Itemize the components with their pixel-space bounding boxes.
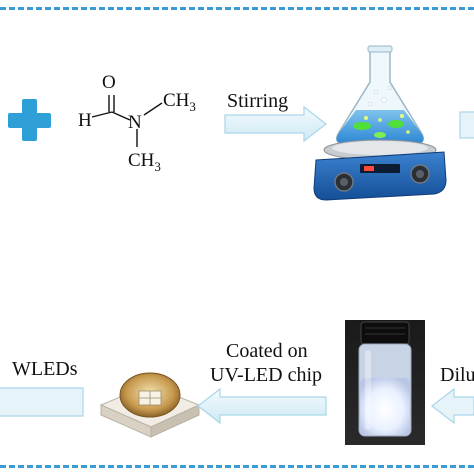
uv-led-chip — [99, 372, 201, 438]
methyl-top-subscript: 3 — [189, 98, 196, 114]
plus-icon — [8, 99, 51, 141]
methyl-bottom: CH3 — [128, 150, 161, 175]
atom-hydrogen: H — [78, 110, 92, 131]
arrow-wleds — [0, 387, 84, 417]
methyl-top: CH3 — [163, 90, 196, 115]
methyl-top-text: CH — [163, 90, 190, 111]
arrow-partial-right — [459, 111, 474, 139]
dmf-structure — [91, 95, 163, 147]
label-coated-line1: Coated on — [226, 340, 308, 362]
glowing-vial — [345, 320, 425, 445]
methyl-bottom-text: CH — [128, 150, 155, 171]
arrow-coated — [197, 387, 327, 425]
arrow-stirring — [224, 105, 327, 143]
label-dilution-partial: Dilu — [440, 364, 474, 386]
atom-nitrogen: N — [128, 112, 142, 133]
arrow-dilution — [431, 387, 474, 425]
methyl-bottom-subscript: 3 — [154, 158, 161, 174]
label-wleds: WLEDs — [12, 358, 78, 380]
label-stirring: Stirring — [227, 90, 289, 112]
atom-oxygen: O — [102, 72, 116, 93]
top-dashed-border — [0, 7, 474, 10]
label-coated-line2: UV-LED chip — [210, 364, 323, 386]
bottom-dashed-border — [0, 465, 474, 468]
flask-on-stirrer — [313, 45, 447, 201]
